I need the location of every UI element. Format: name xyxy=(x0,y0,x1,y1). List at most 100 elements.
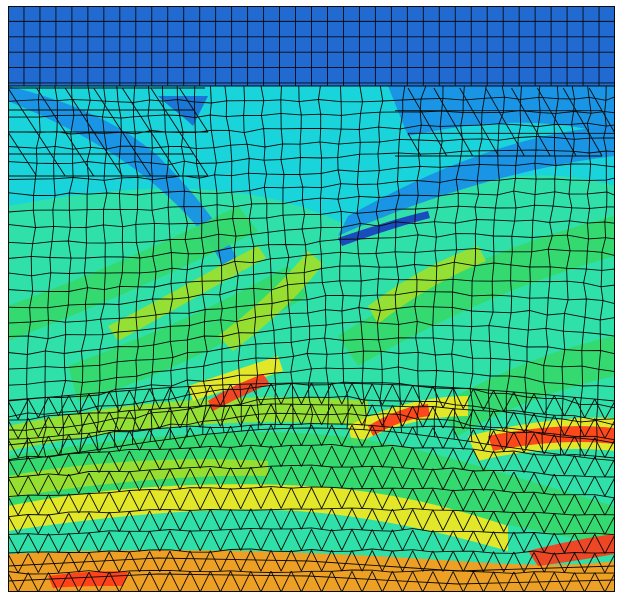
mesh-edge xyxy=(604,572,615,592)
mesh-edge xyxy=(392,550,403,572)
mesh-edge xyxy=(462,409,474,430)
mesh-edge xyxy=(533,452,545,474)
mesh-edge xyxy=(199,426,211,448)
mesh-edge xyxy=(331,487,343,509)
mesh-edge xyxy=(78,532,90,553)
mesh-edge xyxy=(462,551,474,572)
mesh-edge xyxy=(594,495,606,516)
mesh-edge xyxy=(108,391,120,412)
mesh-edge xyxy=(169,489,181,511)
mesh-edge xyxy=(48,533,59,554)
mesh-edge xyxy=(68,473,80,494)
mesh-edge xyxy=(27,398,39,418)
mesh-edge xyxy=(149,409,161,430)
mesh-edge xyxy=(543,552,555,573)
field-band xyxy=(348,396,468,446)
mesh-edge xyxy=(98,391,110,413)
mesh-edge xyxy=(452,571,464,592)
mesh-edge xyxy=(584,553,596,573)
mesh-edge xyxy=(193,85,208,435)
mesh-edge xyxy=(483,430,495,451)
mesh-edge xyxy=(371,508,383,530)
mesh-edge xyxy=(524,85,541,450)
mesh-edge xyxy=(472,469,484,492)
mesh-edge xyxy=(179,530,191,552)
mesh-edge xyxy=(280,403,292,426)
mesh-edge xyxy=(381,446,393,468)
mesh-edge xyxy=(159,530,171,552)
mesh-edge xyxy=(584,456,596,476)
mesh-edge xyxy=(240,383,252,406)
mesh-edge xyxy=(394,85,406,433)
mesh-edge xyxy=(513,431,525,453)
mesh-edge xyxy=(27,418,39,438)
mesh-edge xyxy=(17,398,29,420)
mesh-edge xyxy=(412,529,424,551)
mesh-edge xyxy=(493,491,505,512)
mesh-edge xyxy=(280,382,292,405)
mesh-edge xyxy=(574,436,586,457)
field-band xyxy=(218,251,323,351)
mesh-edge xyxy=(351,508,363,530)
mesh-edge xyxy=(472,388,484,411)
mesh-edge xyxy=(108,571,120,592)
mesh-edge xyxy=(17,456,29,478)
mesh-edge xyxy=(280,508,292,530)
mesh-edge xyxy=(209,529,221,551)
mesh-edge xyxy=(179,468,191,490)
mesh-edge xyxy=(193,153,209,177)
mesh-edge xyxy=(485,87,499,111)
mesh-edge xyxy=(128,531,140,552)
mesh-edge xyxy=(371,404,383,426)
mesh-lines xyxy=(8,6,615,592)
mesh-edge xyxy=(243,85,260,430)
field-band xyxy=(8,459,268,498)
mesh-edge xyxy=(584,572,596,592)
mesh-edge xyxy=(331,508,343,530)
mesh-edge xyxy=(462,449,474,470)
mesh-edge xyxy=(541,85,559,453)
mesh-edge xyxy=(487,85,505,445)
mesh-edge xyxy=(533,433,545,454)
mesh-edge xyxy=(118,491,130,512)
mesh-edge xyxy=(149,571,161,592)
mesh-edge xyxy=(290,403,302,426)
mesh-edge xyxy=(199,550,211,572)
mesh-edge xyxy=(147,85,157,442)
mesh-edge xyxy=(331,570,343,592)
mesh-edge xyxy=(311,466,323,488)
mesh-edge xyxy=(574,494,586,515)
mesh-edge xyxy=(503,391,515,412)
mesh-edge xyxy=(50,153,66,177)
mesh-edge xyxy=(536,87,551,111)
mesh-edge xyxy=(139,449,151,471)
mesh-edge xyxy=(8,464,615,479)
field-band xyxy=(48,571,128,588)
mesh-edge xyxy=(381,467,393,489)
mesh-edge xyxy=(290,570,302,592)
mesh-edge xyxy=(17,418,29,439)
mesh-edge xyxy=(8,438,19,458)
mesh-edge xyxy=(290,424,302,446)
mesh-edge xyxy=(136,109,152,133)
mesh-edge xyxy=(442,530,454,552)
mesh-edge xyxy=(199,509,211,531)
mesh-edge xyxy=(199,385,211,407)
mesh-edge xyxy=(392,488,403,510)
mesh-edge xyxy=(270,424,282,447)
mesh-edge xyxy=(483,511,495,532)
mesh-edge xyxy=(371,529,383,551)
mesh-edge xyxy=(331,424,343,447)
mesh-edge xyxy=(118,390,130,412)
mesh-edge xyxy=(594,533,606,554)
mesh-edge xyxy=(331,403,343,426)
mesh-edge xyxy=(189,447,201,469)
mesh-edge xyxy=(58,473,70,495)
mesh-edge xyxy=(58,414,70,436)
mesh-edge xyxy=(543,454,555,474)
mesh-edge xyxy=(88,512,100,533)
mesh-edge xyxy=(17,553,29,574)
mesh-edge xyxy=(588,87,603,111)
mesh-edge xyxy=(553,532,565,554)
mesh-edge xyxy=(503,571,515,592)
